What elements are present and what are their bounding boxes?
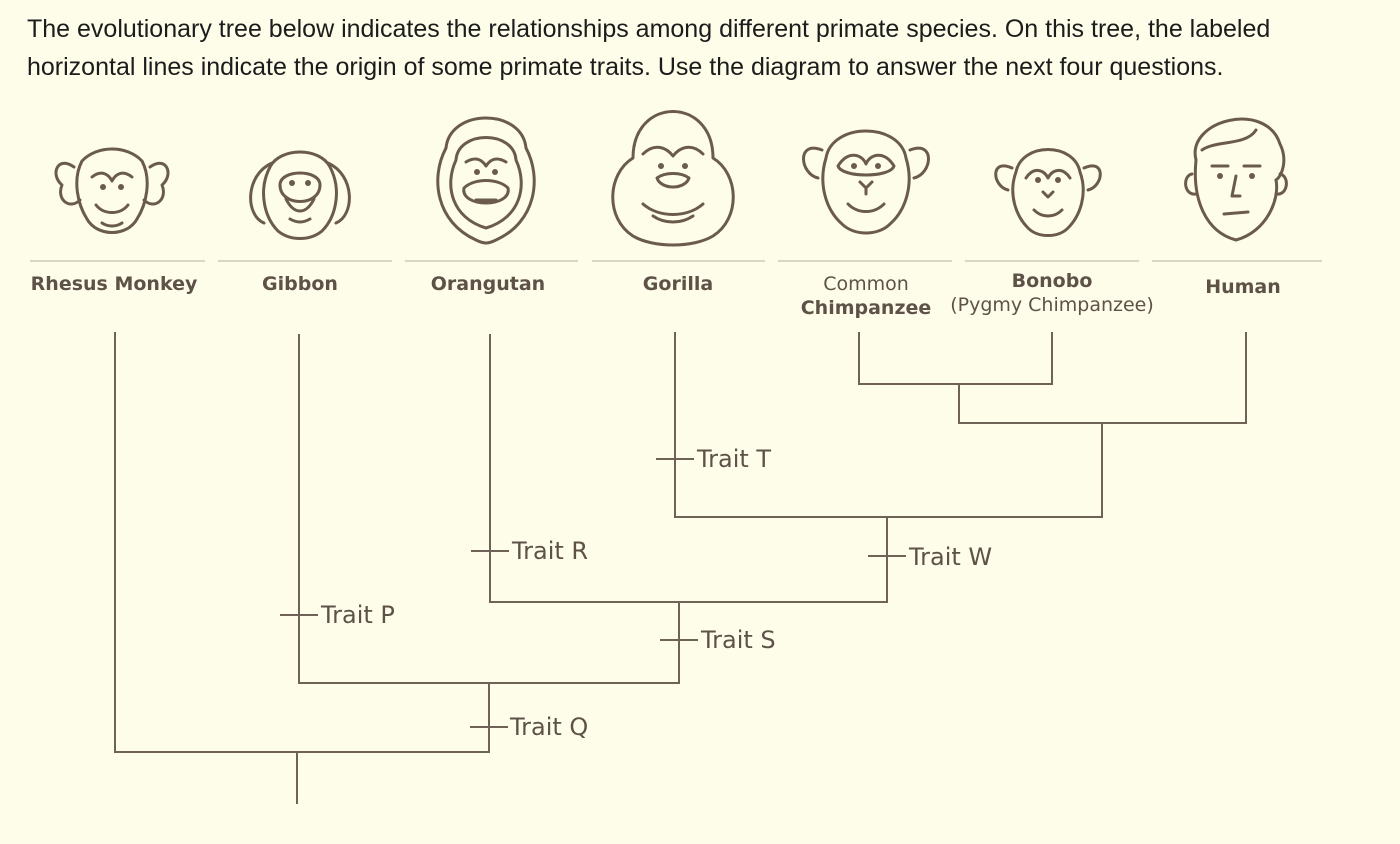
species-label-gorilla: Gorilla xyxy=(643,273,713,295)
trait-label-p: Trait P xyxy=(320,601,395,629)
branch-orangutan-clade xyxy=(489,334,888,603)
branch-human-clade xyxy=(958,332,1247,424)
chimpanzee-face-icon xyxy=(802,129,930,235)
species-label-common-line1: Common xyxy=(823,273,909,295)
monkey-face-icon xyxy=(54,147,170,234)
gibbon-face-icon xyxy=(249,150,351,240)
species-label-gibbon: Gibbon xyxy=(262,273,338,295)
trait-label-t: Trait T xyxy=(696,445,771,473)
intro-line-1: The evolutionary tree below indicates th… xyxy=(27,15,1271,43)
species-label-bonobo-line1: Bonobo xyxy=(1012,270,1093,292)
trait-label-w: Trait W xyxy=(908,543,992,571)
species-label-chimpanzee-line2: Chimpanzee xyxy=(801,297,932,319)
species-label-orangutan: Orangutan xyxy=(431,273,545,295)
species-label-rhesus-monkey: Rhesus Monkey xyxy=(31,273,198,295)
branch-gorilla-clade xyxy=(674,332,1103,518)
trait-label-q: Trait Q xyxy=(509,713,588,741)
trait-marks xyxy=(280,458,906,728)
intro-line-2: horizontal lines indicate the origin of … xyxy=(27,53,1224,81)
trait-label-r: Trait R xyxy=(511,537,588,565)
branch-chimp-bonobo xyxy=(858,332,1053,385)
branch-rhesus-clade xyxy=(114,332,490,753)
intro-text: The evolutionary tree below indicates th… xyxy=(27,10,1367,86)
bonobo-face-icon xyxy=(994,148,1102,237)
trait-label-s: Trait S xyxy=(700,626,776,654)
human-face-icon xyxy=(1184,117,1288,242)
orangutan-face-icon xyxy=(436,116,536,245)
gorilla-face-icon xyxy=(611,110,735,247)
species-label-bonobo-line2: (Pygmy Chimpanzee) xyxy=(950,294,1154,316)
species-label-human: Human xyxy=(1205,276,1281,298)
